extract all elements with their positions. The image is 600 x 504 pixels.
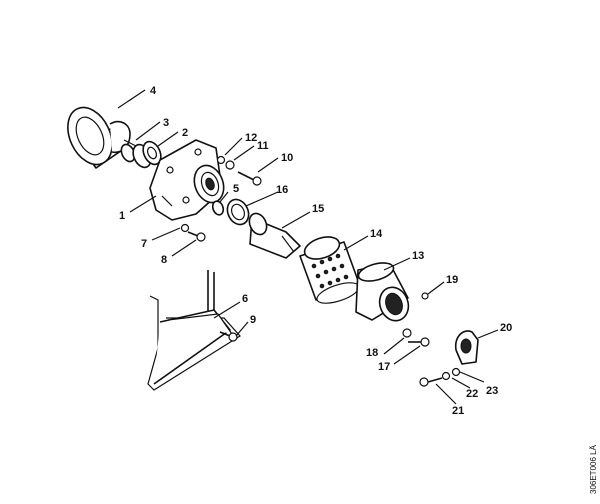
deflector-guard [147, 270, 241, 391]
callout-6: 6 [242, 293, 248, 305]
nut-11 [225, 160, 235, 170]
callout-13: 13 [412, 250, 424, 262]
callout-9: 9 [250, 314, 256, 326]
clutch-drum [67, 106, 145, 169]
washer-7 [180, 223, 190, 233]
screw-9 [219, 331, 238, 342]
callout-15: 15 [312, 203, 324, 215]
callout-labels: 4 3 2 1 12 11 10 7 8 5 16 15 14 13 19 6 … [119, 85, 512, 417]
cover-housing [355, 262, 410, 322]
callout-1: 1 [119, 210, 125, 222]
gear-housing [149, 139, 225, 221]
circlip-small [211, 200, 225, 216]
washer-12 [216, 155, 226, 165]
screw-10 [237, 171, 262, 186]
callout-4: 4 [150, 85, 157, 97]
callout-5: 5 [233, 183, 239, 195]
callout-20: 20 [500, 322, 512, 334]
callout-7: 7 [141, 238, 147, 250]
callout-12: 12 [245, 132, 257, 144]
callout-17: 17 [378, 361, 390, 373]
shaft-sleeve [248, 212, 301, 259]
screw-8 [187, 231, 206, 242]
screw-19 [421, 292, 429, 300]
callout-8: 8 [161, 254, 167, 266]
callout-2: 2 [182, 127, 188, 139]
reference-code: 306ET006 LÄ [589, 444, 598, 494]
bearing [132, 140, 162, 169]
drum-holes [311, 253, 349, 289]
callout-11: 11 [257, 140, 269, 152]
callout-18: 18 [366, 347, 378, 359]
callout-21: 21 [452, 405, 464, 417]
callout-22: 22 [466, 388, 478, 400]
sealing-ring [226, 198, 250, 226]
washer-23 [451, 367, 461, 377]
fasteners [180, 155, 461, 387]
leader-lines [117, 89, 499, 405]
callout-14: 14 [370, 228, 383, 240]
washer-18 [402, 328, 412, 338]
clamp [454, 330, 479, 365]
washer-22 [441, 371, 451, 381]
perforated-drum [299, 236, 361, 304]
callout-10: 10 [281, 152, 293, 164]
screw-17 [408, 337, 430, 347]
screw-21 [419, 377, 443, 387]
callout-3: 3 [163, 117, 169, 129]
callout-23: 23 [486, 385, 498, 397]
callout-19: 19 [446, 274, 458, 286]
callout-16: 16 [276, 184, 288, 196]
